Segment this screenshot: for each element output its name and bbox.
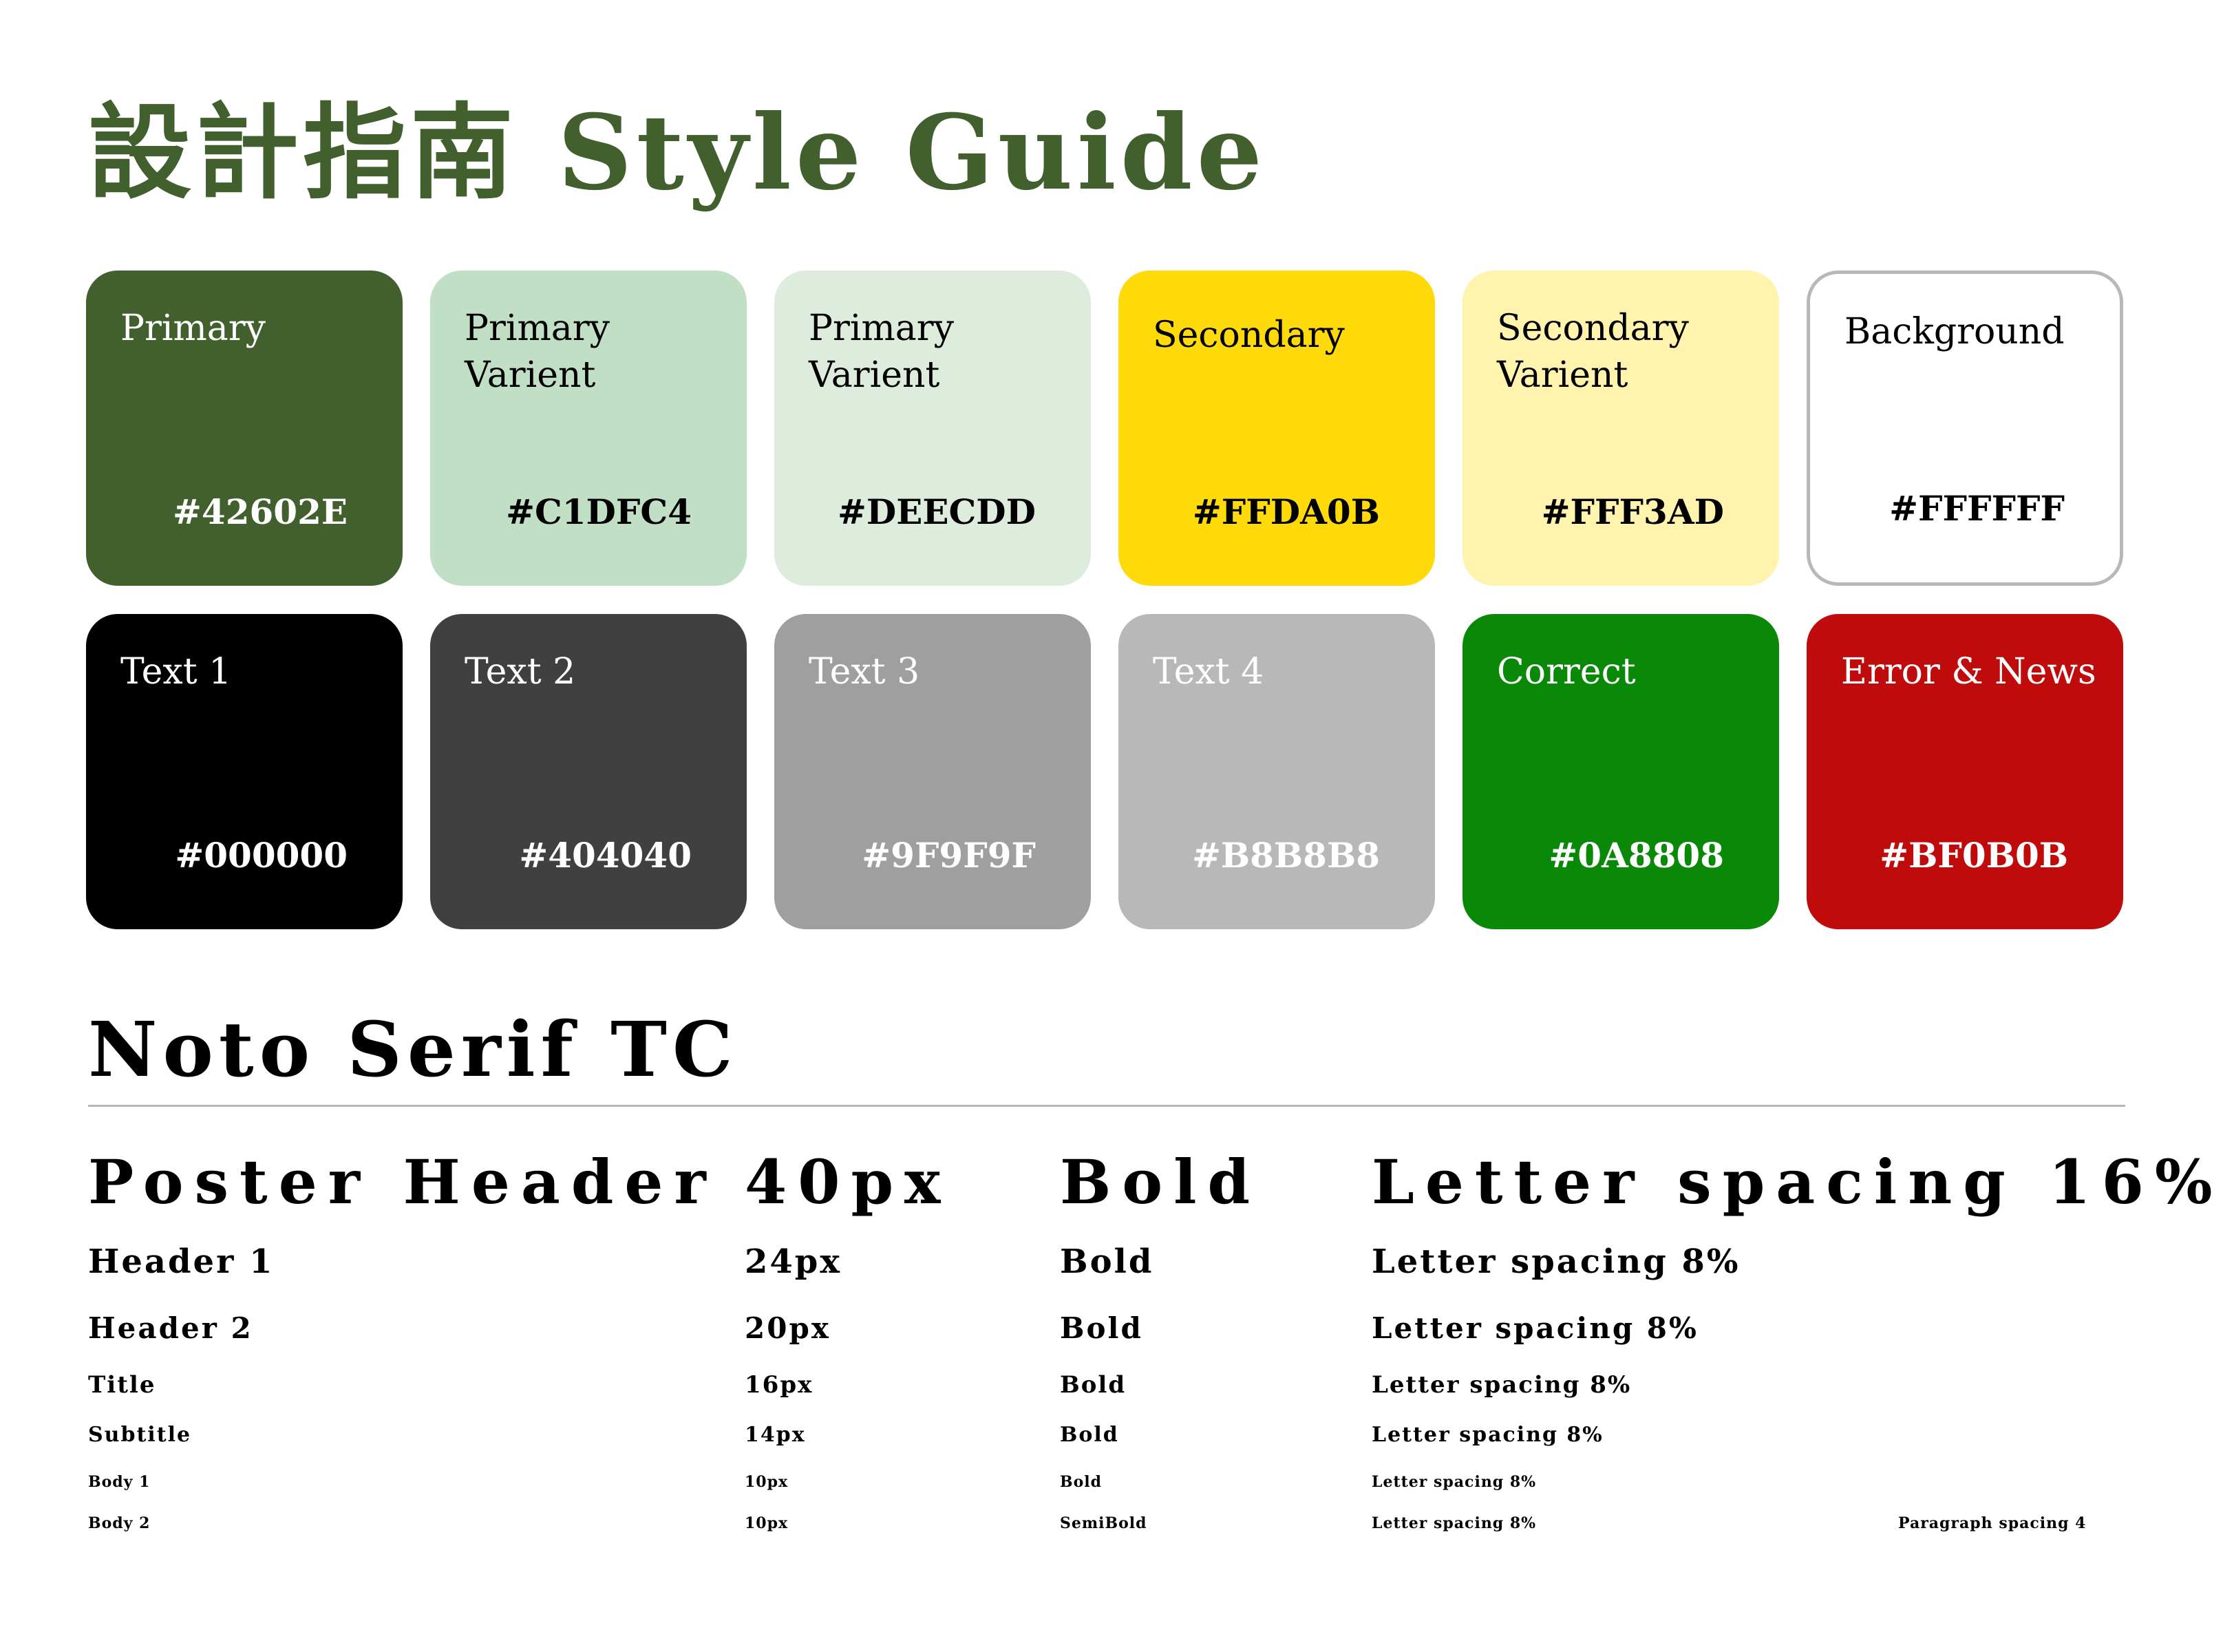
swatch-label: Secondary Varient [1497,308,1689,396]
type-weight-cell: Bold [1060,1311,1143,1345]
swatch-label: Primary [120,308,266,349]
swatch-hex-code: #FFF3AD [1541,491,1724,532]
swatch-label: Text 3 [809,651,920,692]
color-swatch: Secondary Varient #FFF3AD [1462,271,1779,586]
swatch-hex-code: #0A8808 [1549,835,1724,876]
type-weight-cell: Bold [1060,1423,1119,1447]
swatch-label: Error & News [1841,651,2096,692]
swatch-label: Background [1844,311,2065,352]
type-spacing-cell: Letter spacing 16% [1372,1146,2223,1218]
type-label-cell: Subtitle [88,1423,192,1447]
swatch-hex-code: #FFDA0B [1192,491,1380,532]
type-size-cell: 24px [745,1242,842,1281]
type-size-cell: 16px [745,1371,813,1399]
swatch-label: Correct [1497,651,1636,692]
swatch-hex-code: #C1DFC4 [506,491,692,532]
color-swatch: Error & News #BF0B0B [1807,614,2123,929]
type-weight-cell: SemiBold [1060,1514,1147,1532]
type-label-cell: Body 2 [88,1514,151,1532]
swatch-hex-code: #404040 [519,835,692,876]
swatch-hex-code: #BF0B0B [1880,835,2068,876]
swatch-label: Text 1 [120,651,232,692]
type-label-cell: Header 2 [88,1311,253,1345]
type-weight-cell: Bold [1060,1242,1154,1281]
swatch-hex-code: #42602E [173,491,348,532]
color-swatch: Background #FFFFFF [1807,271,2123,586]
type-spacing-cell: Letter spacing 8% [1372,1242,1741,1281]
type-spacing-cell: Letter spacing 8% [1372,1423,1604,1447]
type-extra-cell: Paragraph spacing 4 [1898,1514,2087,1532]
type-size-cell: 40px [745,1146,952,1218]
type-size-cell: 20px [745,1311,831,1345]
swatch-label: Primary Varient [465,308,610,396]
swatch-label: Text 4 [1153,651,1264,692]
color-swatch: Secondary #FFDA0B [1118,271,1435,586]
swatch-hex-code: #000000 [175,835,348,876]
swatch-label: Primary Varient [809,308,955,396]
page-title: 設計指南 Style Guide [88,92,1267,213]
color-swatch: Text 2 #404040 [430,614,747,929]
color-swatch: Correct #0A8808 [1462,614,1779,929]
color-swatch: Primary Varient #C1DFC4 [430,271,747,586]
color-swatch: Text 3 #9F9F9F [774,614,1091,929]
type-label-cell: Title [88,1371,156,1399]
section-divider [88,1105,2125,1107]
type-weight-cell: Bold [1060,1371,1127,1399]
type-weight-cell: Bold [1060,1146,1262,1218]
swatch-hex-code: #B8B8B8 [1191,835,1380,876]
type-spacing-cell: Letter spacing 8% [1372,1371,1632,1399]
type-size-cell: 10px [745,1514,789,1532]
color-swatch: Primary Varient #DEECDD [774,271,1091,586]
type-spacing-cell: Letter spacing 8% [1372,1514,1537,1532]
type-spacing-cell: Letter spacing 8% [1372,1311,1699,1345]
swatch-label: Secondary [1153,315,1345,356]
color-swatch: Primary #42602E [86,271,403,586]
type-spacing-cell: Letter spacing 8% [1372,1473,1537,1491]
type-size-cell: 14px [745,1423,806,1447]
color-swatch: Text 4 #B8B8B8 [1118,614,1435,929]
font-family-name: Noto Serif TC [88,1005,738,1094]
type-weight-cell: Bold [1060,1473,1103,1491]
swatch-hex-code: #FFFFFF [1889,488,2065,529]
type-label-cell: Header 1 [88,1242,275,1281]
swatch-hex-code: #DEECDD [838,491,1036,532]
type-size-cell: 10px [745,1473,789,1491]
color-swatch: Text 1 #000000 [86,614,403,929]
swatch-hex-code: #9F9F9F [862,835,1036,876]
type-label-cell: Body 1 [88,1473,151,1491]
swatch-label: Text 2 [465,651,576,692]
type-label-cell: Poster Header [88,1146,717,1218]
